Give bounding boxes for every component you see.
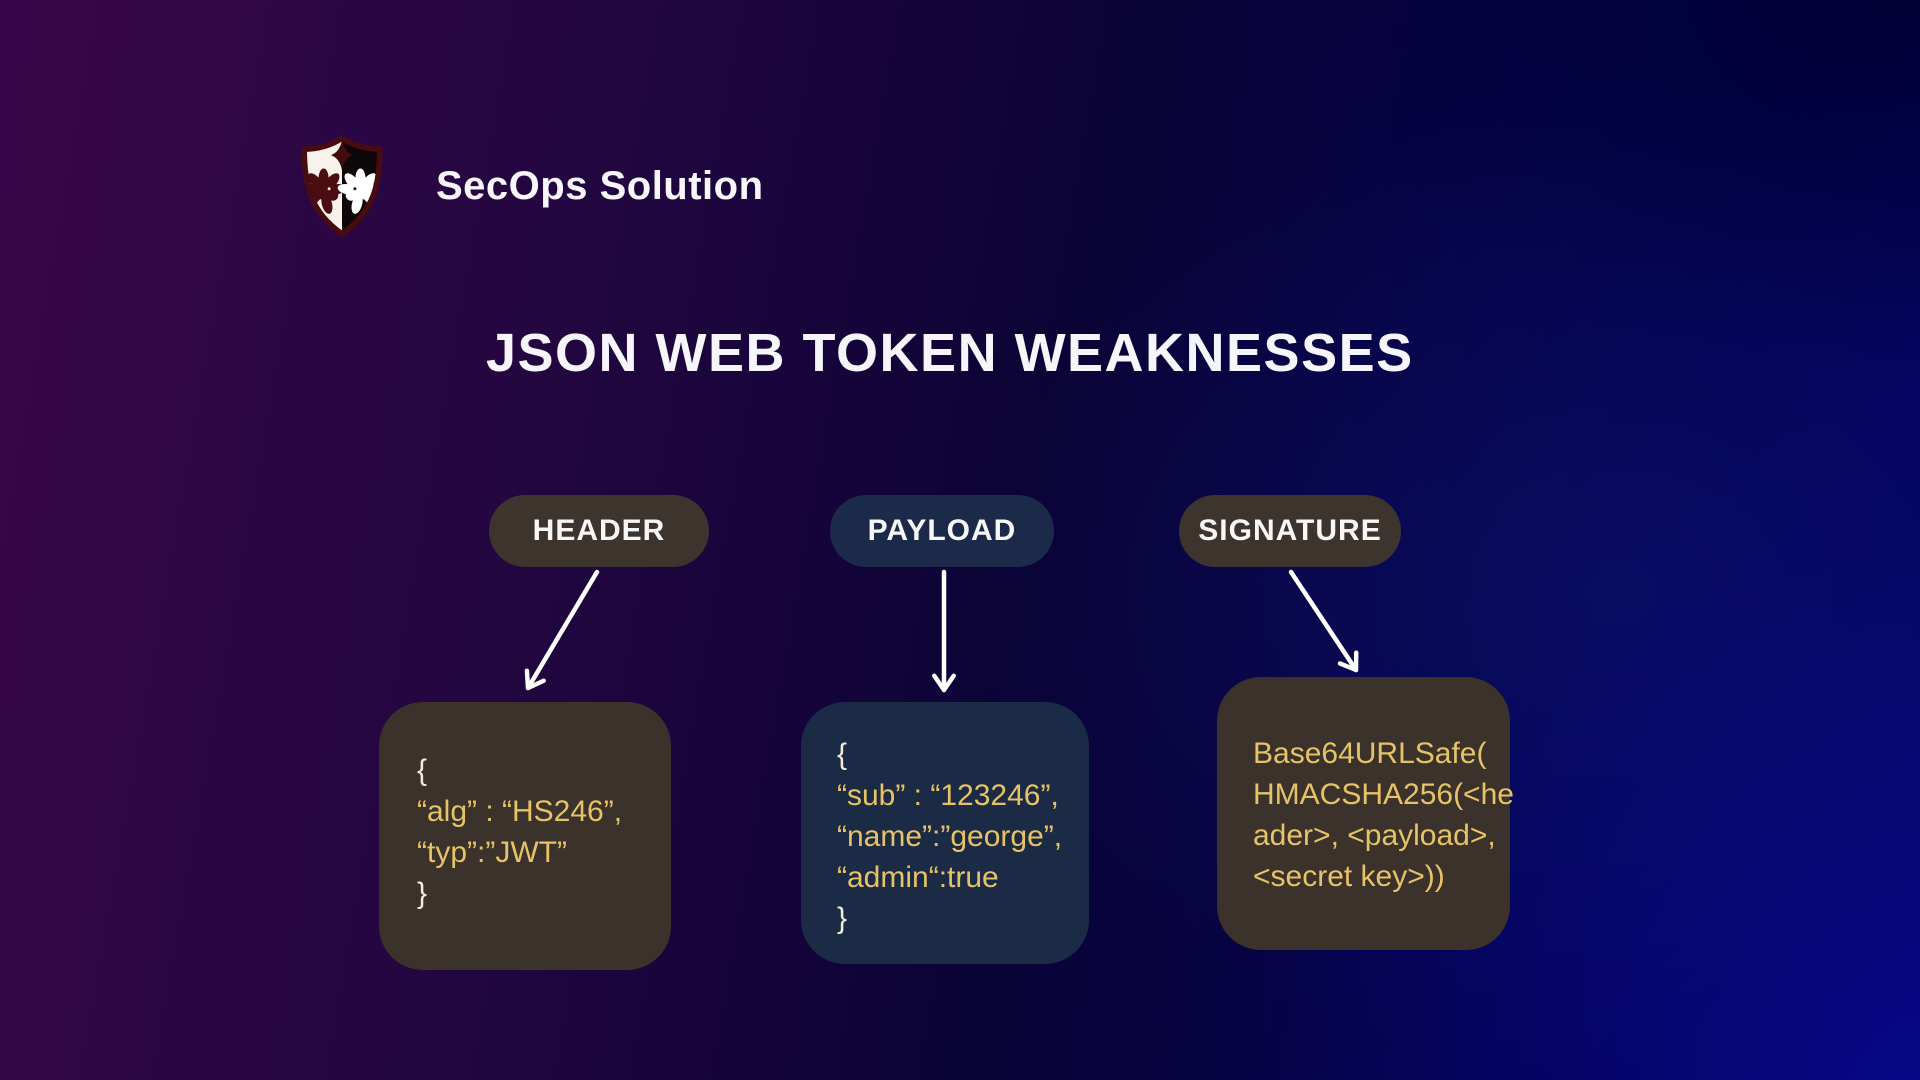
- signature-arrow: [1288, 569, 1359, 673]
- code-line: HMACSHA256(<he: [1253, 778, 1514, 811]
- shield-lions-logo-icon: [296, 134, 388, 238]
- code-line: }: [417, 877, 428, 910]
- signature-pill: SIGNATURE: [1179, 495, 1401, 567]
- header-pill: HEADER: [489, 495, 709, 567]
- code-line: “alg” : “HS246”,: [417, 795, 623, 828]
- code-line: <secret key>)): [1253, 860, 1445, 893]
- code-line: “sub” : “123246”,: [837, 779, 1059, 812]
- payload-pill: PAYLOAD: [830, 495, 1054, 567]
- code-line: “name”:”george”,: [837, 820, 1063, 853]
- code-line: {: [837, 738, 848, 771]
- code-line: ader>, <payload>,: [1253, 819, 1496, 852]
- code-line: “typ”:”JWT”: [417, 836, 567, 869]
- header-arrow: [524, 569, 600, 691]
- code-line: “admin“:true: [837, 861, 999, 894]
- code-line: Base64URLSafe(: [1253, 737, 1487, 770]
- brand-name: SecOps Solution: [436, 163, 764, 208]
- brand-header: SecOps Solution: [296, 134, 764, 238]
- page-title: JSON WEB TOKEN WEAKNESSES: [486, 323, 1414, 383]
- payload-code-box: { “sub” : “123246”, “name”:”george”, “ad…: [801, 702, 1089, 964]
- code-line: }: [837, 902, 848, 935]
- signature-code-box: Base64URLSafe( HMACSHA256(<he ader>, <pa…: [1217, 677, 1514, 950]
- code-line: {: [417, 754, 428, 787]
- header-code-box: { “alg” : “HS246”, “typ”:”JWT” }: [379, 702, 671, 970]
